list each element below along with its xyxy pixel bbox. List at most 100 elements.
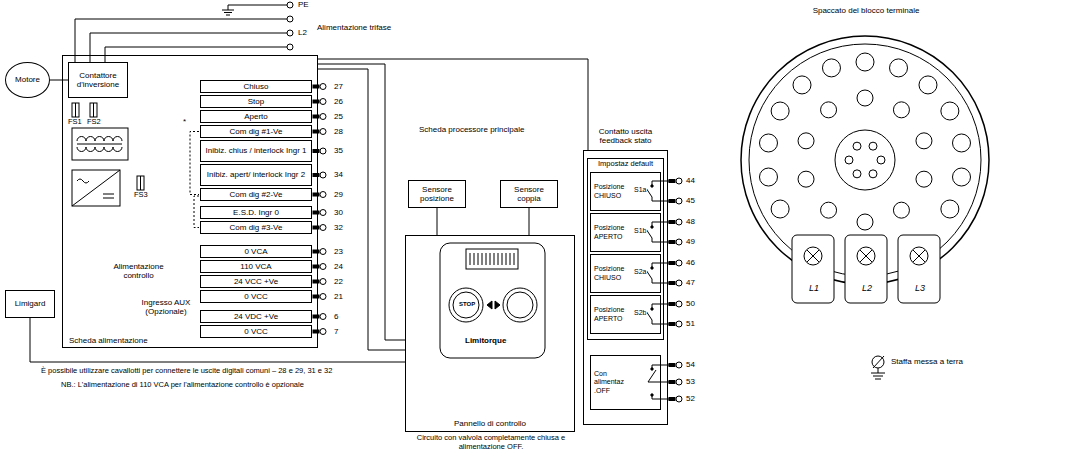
display-segment <box>486 253 487 265</box>
terminal-block-figure <box>741 36 989 284</box>
ground-symbol <box>226 15 230 16</box>
jumper-bracket <box>190 132 199 228</box>
terminal-number: 7 <box>333 327 339 336</box>
earth-bracket-symbol <box>873 376 883 377</box>
supply-label: Alimentazione trifase <box>316 23 392 32</box>
mains-wire <box>90 33 287 62</box>
terminal-block-figure <box>835 130 895 190</box>
ground-symbol <box>222 5 287 15</box>
node-text: Posizione APERTO <box>594 306 632 322</box>
control-panel-figure <box>503 288 537 322</box>
terminal-symbol <box>676 219 682 225</box>
feedback-contacts-box: Contatto uscita feedback statoImpostaz d… <box>583 150 668 425</box>
relay-box: Posizione APERTO <box>590 213 661 252</box>
default-settings-box: Impostaz defaultPosizione CHIUSOPosizion… <box>587 158 664 340</box>
node-text: Motore <box>15 75 40 84</box>
node-text: 110 VCA <box>240 262 271 271</box>
mains-terminal <box>287 44 293 50</box>
terminal-function-box: 110 VCA <box>200 260 312 273</box>
terminal-function-box: Inibiz. chius / interlock Ingr 1 <box>200 140 312 162</box>
terminal-symbol <box>313 100 319 103</box>
node-text: Posizione APERTO <box>594 224 632 240</box>
terminal-number: 25 <box>333 112 344 121</box>
terminal-number: 44 <box>685 176 696 185</box>
node-text: Com dig #1-Ve <box>230 127 283 136</box>
connector-pin <box>798 133 814 149</box>
terminal-number: 24 <box>333 262 344 271</box>
display-segment <box>502 253 503 265</box>
node-text: Con alimentaz .OFF <box>594 370 632 394</box>
mains-terminal <box>287 30 293 36</box>
terminal-number: 47 <box>685 278 696 287</box>
control-panel-box: Pannello di controllo <box>405 235 575 432</box>
rectifier-symbol <box>72 170 120 206</box>
terminal-function-box: Inibiz. apert/ interlock Ingr 2 <box>200 164 312 186</box>
connector-pin <box>857 90 873 106</box>
terminal-symbol <box>320 172 326 178</box>
transformer-symbol <box>77 147 122 152</box>
earth-bracket-symbol <box>871 373 885 374</box>
terminal-number: 6 <box>333 312 339 321</box>
display-segment <box>498 253 499 265</box>
earth-bracket-symbol <box>875 379 881 380</box>
terminal-symbol <box>313 174 319 177</box>
relay-contact <box>651 308 653 310</box>
terminal-number: 52 <box>685 394 696 403</box>
relay-contact <box>651 185 653 187</box>
phase-label: L2 <box>855 283 879 293</box>
node-text: 24 VCC +Ve <box>234 277 278 286</box>
terminal-symbol <box>313 315 319 318</box>
ground-label: Staffa messa a terra <box>890 357 964 366</box>
contact-name: S1b <box>633 227 647 235</box>
connector-pin <box>869 170 877 178</box>
mains-terminal <box>287 2 293 50</box>
earth-bracket-symbol <box>873 356 884 368</box>
relay-contact <box>651 267 653 269</box>
terminal-symbol <box>676 379 682 385</box>
earth-bracket-symbol <box>872 356 884 368</box>
ground-symbol <box>228 5 287 6</box>
wire-connector <box>437 208 438 235</box>
mains-terminal-label: L2 <box>297 28 308 37</box>
terminal-block-figure <box>741 36 989 284</box>
connector-pin <box>953 134 971 152</box>
node-text: E.S.D. Ingr 0 <box>233 208 279 217</box>
contact-name: S2b <box>633 309 647 317</box>
terminal-number: 28 <box>333 127 344 136</box>
node-text: Posizione CHIUSO <box>594 183 632 199</box>
terminal-number: 23 <box>333 247 344 256</box>
terminal-number: 54 <box>685 360 696 369</box>
terminal-symbol <box>669 381 675 384</box>
terminal-function-box: Chiuso <box>200 80 312 93</box>
terminal-symbol <box>669 303 675 306</box>
connector-pin <box>853 170 861 178</box>
terminal-symbol <box>320 264 326 270</box>
display-segment <box>478 253 479 265</box>
connector-pin <box>916 171 932 187</box>
terminal-symbol <box>313 250 319 253</box>
terminal-number: 46 <box>685 258 696 267</box>
processor-wire <box>318 64 405 340</box>
terminal-number: 49 <box>685 237 696 246</box>
terminal-function-box: 0 VCA <box>200 245 312 258</box>
terminal-symbol <box>313 265 319 268</box>
terminal-symbol <box>676 239 682 245</box>
node-text: 0 VCC <box>244 292 268 301</box>
terminal-symbol <box>669 398 675 401</box>
jumper-bracket <box>194 196 199 228</box>
wire-connector <box>50 80 68 81</box>
terminal-symbol <box>313 226 319 229</box>
mains-terminal-label: PE <box>297 0 310 9</box>
fuse-symbol <box>137 176 144 190</box>
terminal-symbol <box>313 150 319 153</box>
connector-pin <box>821 102 837 118</box>
terminal-number: 26 <box>333 97 344 106</box>
relay-box: Posizione CHIUSO <box>590 254 661 293</box>
node-text: Com dig #2-Ve <box>230 190 283 199</box>
ground-symbol <box>222 10 234 11</box>
terminal-symbol <box>320 294 326 300</box>
rectifier-symbol <box>103 198 114 199</box>
terminal-symbol <box>320 84 326 90</box>
terminal-function-box: Aperto <box>200 110 312 123</box>
power-tab <box>860 250 872 262</box>
